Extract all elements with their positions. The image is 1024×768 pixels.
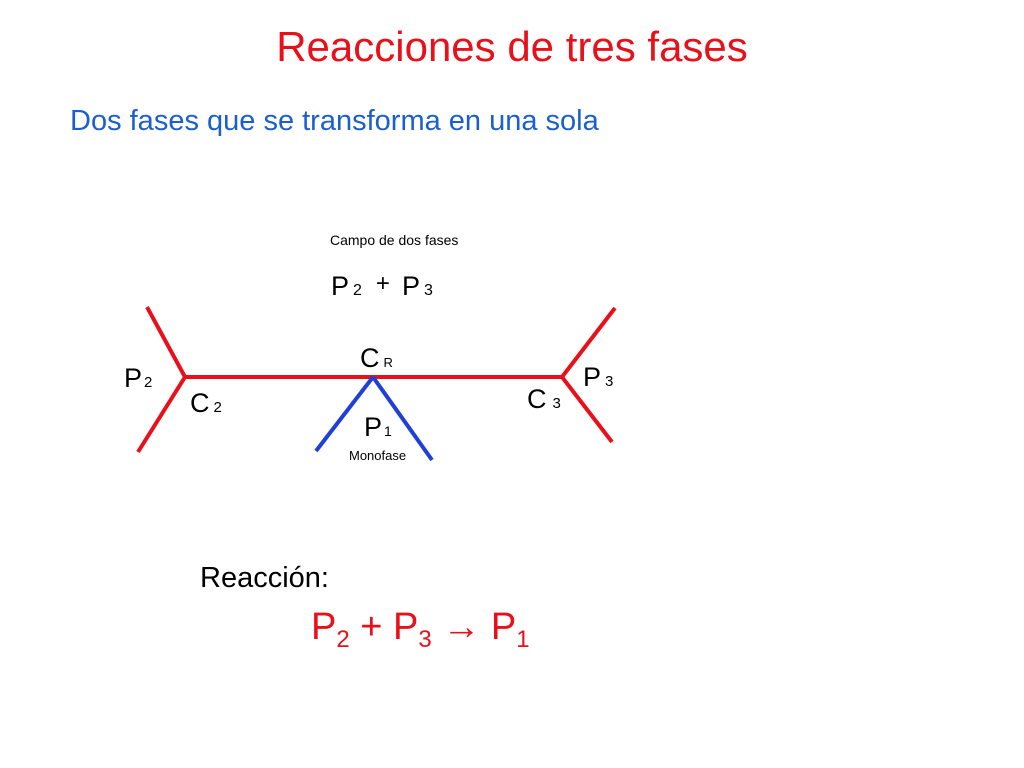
product: P bbox=[490, 606, 517, 648]
lower-phase-sub: 1 bbox=[384, 423, 392, 439]
reaction-equation: P2 + P3 → P1 bbox=[311, 605, 530, 655]
right-phase-sub: 3 bbox=[605, 373, 613, 390]
reactant-2: P bbox=[393, 606, 419, 648]
right-point-sub: 3 bbox=[553, 395, 561, 412]
lower-phase-letter: P bbox=[364, 412, 382, 442]
left-lower-branch bbox=[136, 375, 187, 454]
two-phase-field-caption: Campo de dos fases bbox=[330, 232, 458, 248]
field-plus: + bbox=[376, 270, 390, 297]
lower-left-boundary bbox=[314, 375, 375, 453]
right-phase-letter: P bbox=[583, 362, 601, 392]
lower-right-boundary bbox=[371, 375, 434, 462]
right-upper-branch bbox=[560, 306, 617, 379]
right-lower-branch bbox=[560, 375, 614, 444]
right-point-letter: C bbox=[527, 384, 547, 414]
left-phase-letter: P bbox=[124, 363, 142, 393]
field-phase-a-sub: 2 bbox=[353, 282, 362, 299]
plus-sign: + bbox=[360, 606, 383, 648]
single-phase-caption: Monofase bbox=[349, 448, 406, 463]
reactant-2-sub: 3 bbox=[418, 626, 432, 653]
field-phase-a: P bbox=[331, 271, 349, 301]
reactant-1-sub: 2 bbox=[336, 626, 350, 653]
reaction-arrow: → bbox=[442, 606, 481, 648]
product-sub: 1 bbox=[516, 626, 530, 653]
left-point-sub: 2 bbox=[214, 399, 222, 416]
slide-subtitle: Dos fases que se transforma en una sola bbox=[70, 105, 599, 137]
slide-title: Reacciones de tres fases bbox=[276, 23, 748, 70]
field-phase-b-sub: 3 bbox=[424, 282, 433, 299]
left-upper-branch bbox=[145, 306, 187, 378]
critical-point-letter: C bbox=[360, 343, 380, 373]
field-phase-b: P bbox=[402, 271, 420, 301]
left-phase-sub: 2 bbox=[144, 374, 152, 391]
critical-point-sub: R bbox=[384, 355, 393, 370]
left-point-letter: C bbox=[190, 388, 210, 418]
reactant-1: P bbox=[311, 606, 337, 648]
reaction-label: Reacción: bbox=[200, 562, 329, 594]
